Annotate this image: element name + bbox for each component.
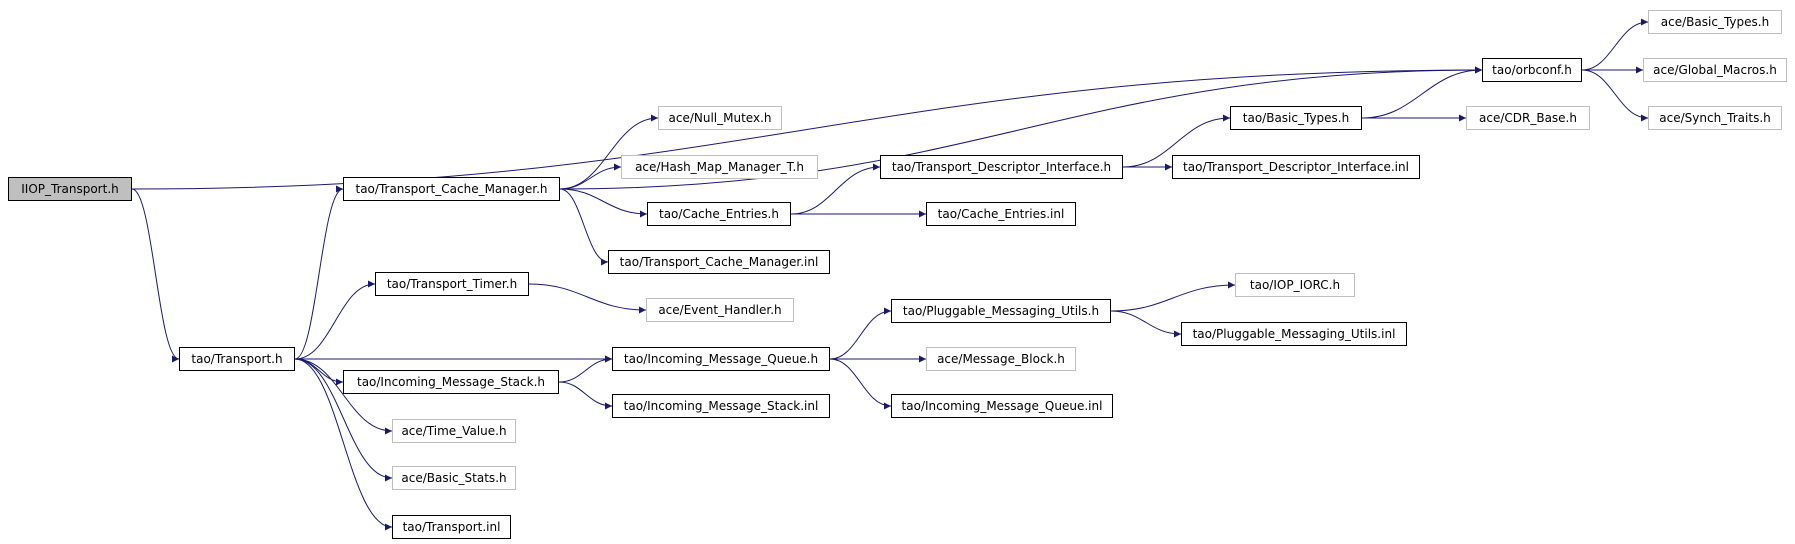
- edge-n24-n25: [558, 381, 613, 410]
- edge-n11-n12: [1122, 114, 1231, 168]
- edge-n5-n6: [294, 185, 344, 360]
- node-ace-basic-types-h[interactable]: ace/Basic_Types.h: [1648, 10, 1782, 34]
- node-tao-transport-inl[interactable]: tao/Transport.inl: [392, 515, 511, 539]
- node-tao-transport-descriptor-interface-h[interactable]: tao/Transport_Descriptor_Interface.h: [880, 155, 1123, 179]
- node-tao-pluggable-messaging-utils-h[interactable]: tao/Pluggable_Messaging_Utils.h: [891, 299, 1111, 323]
- edge-n5-n26: [294, 358, 393, 435]
- node-tao-incoming-message-stack-inl[interactable]: tao/Incoming_Message_Stack.inl: [612, 394, 830, 418]
- edge-n5-n28: [294, 358, 393, 531]
- node-tao-cache-entries-inl[interactable]: tao/Cache_Entries.inl: [926, 202, 1076, 226]
- node-tao-transport-cache-manager-inl[interactable]: tao/Transport_Cache_Manager.inl: [608, 250, 830, 274]
- edge-n6-n7: [559, 114, 659, 190]
- edge-n6-n10: [559, 188, 609, 266]
- edge-n5-n16: [294, 280, 376, 360]
- node-ace-basic-stats-h[interactable]: ace/Basic_Stats.h: [392, 466, 516, 490]
- edge-n18-n23: [829, 358, 892, 410]
- node-tao-orbconf-h[interactable]: tao/orbconf.h: [1482, 58, 1582, 82]
- node-ace-hash-map-manager-t-h[interactable]: ace/Hash_Map_Manager_T.h: [621, 155, 818, 179]
- node-ace-cdr-base-h[interactable]: ace/CDR_Base.h: [1466, 106, 1590, 130]
- node-tao-cache-entries-h[interactable]: tao/Cache_Entries.h: [647, 202, 791, 226]
- edge-n0-n5: [131, 188, 180, 363]
- node-tao-transport-descriptor-interface-inl[interactable]: tao/Transport_Descriptor_Interface.inl: [1172, 155, 1420, 179]
- node-ace-time-value-h[interactable]: ace/Time_Value.h: [392, 419, 516, 443]
- node-tao-incoming-message-queue-h[interactable]: tao/Incoming_Message_Queue.h: [612, 347, 830, 371]
- node-iiop-transport-h[interactable]: IIOP_Transport.h: [8, 177, 132, 201]
- edge-n24-n18: [558, 355, 613, 383]
- node-ace-event-handler-h[interactable]: ace/Event_Handler.h: [646, 298, 794, 322]
- node-tao-pluggable-messaging-utils-inl[interactable]: tao/Pluggable_Messaging_Utils.inl: [1181, 322, 1407, 346]
- edge-n18-n19: [829, 307, 892, 360]
- node-tao-basic-types-h[interactable]: tao/Basic_Types.h: [1230, 106, 1362, 130]
- node-tao-iop-iorc-h[interactable]: tao/IOP_IORC.h: [1235, 273, 1355, 297]
- edge-n19-n21: [1110, 310, 1182, 338]
- node-tao-transport-timer-h[interactable]: tao/Transport_Timer.h: [375, 272, 529, 296]
- edge-n6-n9: [559, 188, 648, 218]
- node-tao-incoming-message-stack-h[interactable]: tao/Incoming_Message_Stack.h: [343, 370, 559, 394]
- node-tao-transport-cache-manager-h[interactable]: tao/Transport_Cache_Manager.h: [343, 177, 560, 201]
- node-ace-synch-traits-h[interactable]: ace/Synch_Traits.h: [1648, 106, 1782, 130]
- edge-n9-n11: [790, 163, 881, 215]
- edge-n6-n1: [559, 66, 1483, 190]
- edge-n12-n1: [1361, 66, 1483, 119]
- node-tao-transport-h[interactable]: tao/Transport.h: [179, 347, 295, 371]
- edge-n6-n8: [559, 163, 622, 190]
- edge-n5-n27: [294, 358, 393, 482]
- edge-n16-n17: [528, 283, 647, 314]
- node-tao-incoming-message-queue-inl[interactable]: tao/Incoming_Message_Queue.inl: [891, 394, 1113, 418]
- edge-n1-n4: [1581, 69, 1649, 122]
- node-ace-message-block-h[interactable]: ace/Message_Block.h: [926, 347, 1076, 371]
- node-ace-null-mutex-h[interactable]: ace/Null_Mutex.h: [658, 106, 782, 130]
- edge-n1-n2: [1581, 18, 1649, 71]
- edge-n19-n20: [1110, 281, 1236, 312]
- node-ace-global-macros-h[interactable]: ace/Global_Macros.h: [1643, 58, 1787, 82]
